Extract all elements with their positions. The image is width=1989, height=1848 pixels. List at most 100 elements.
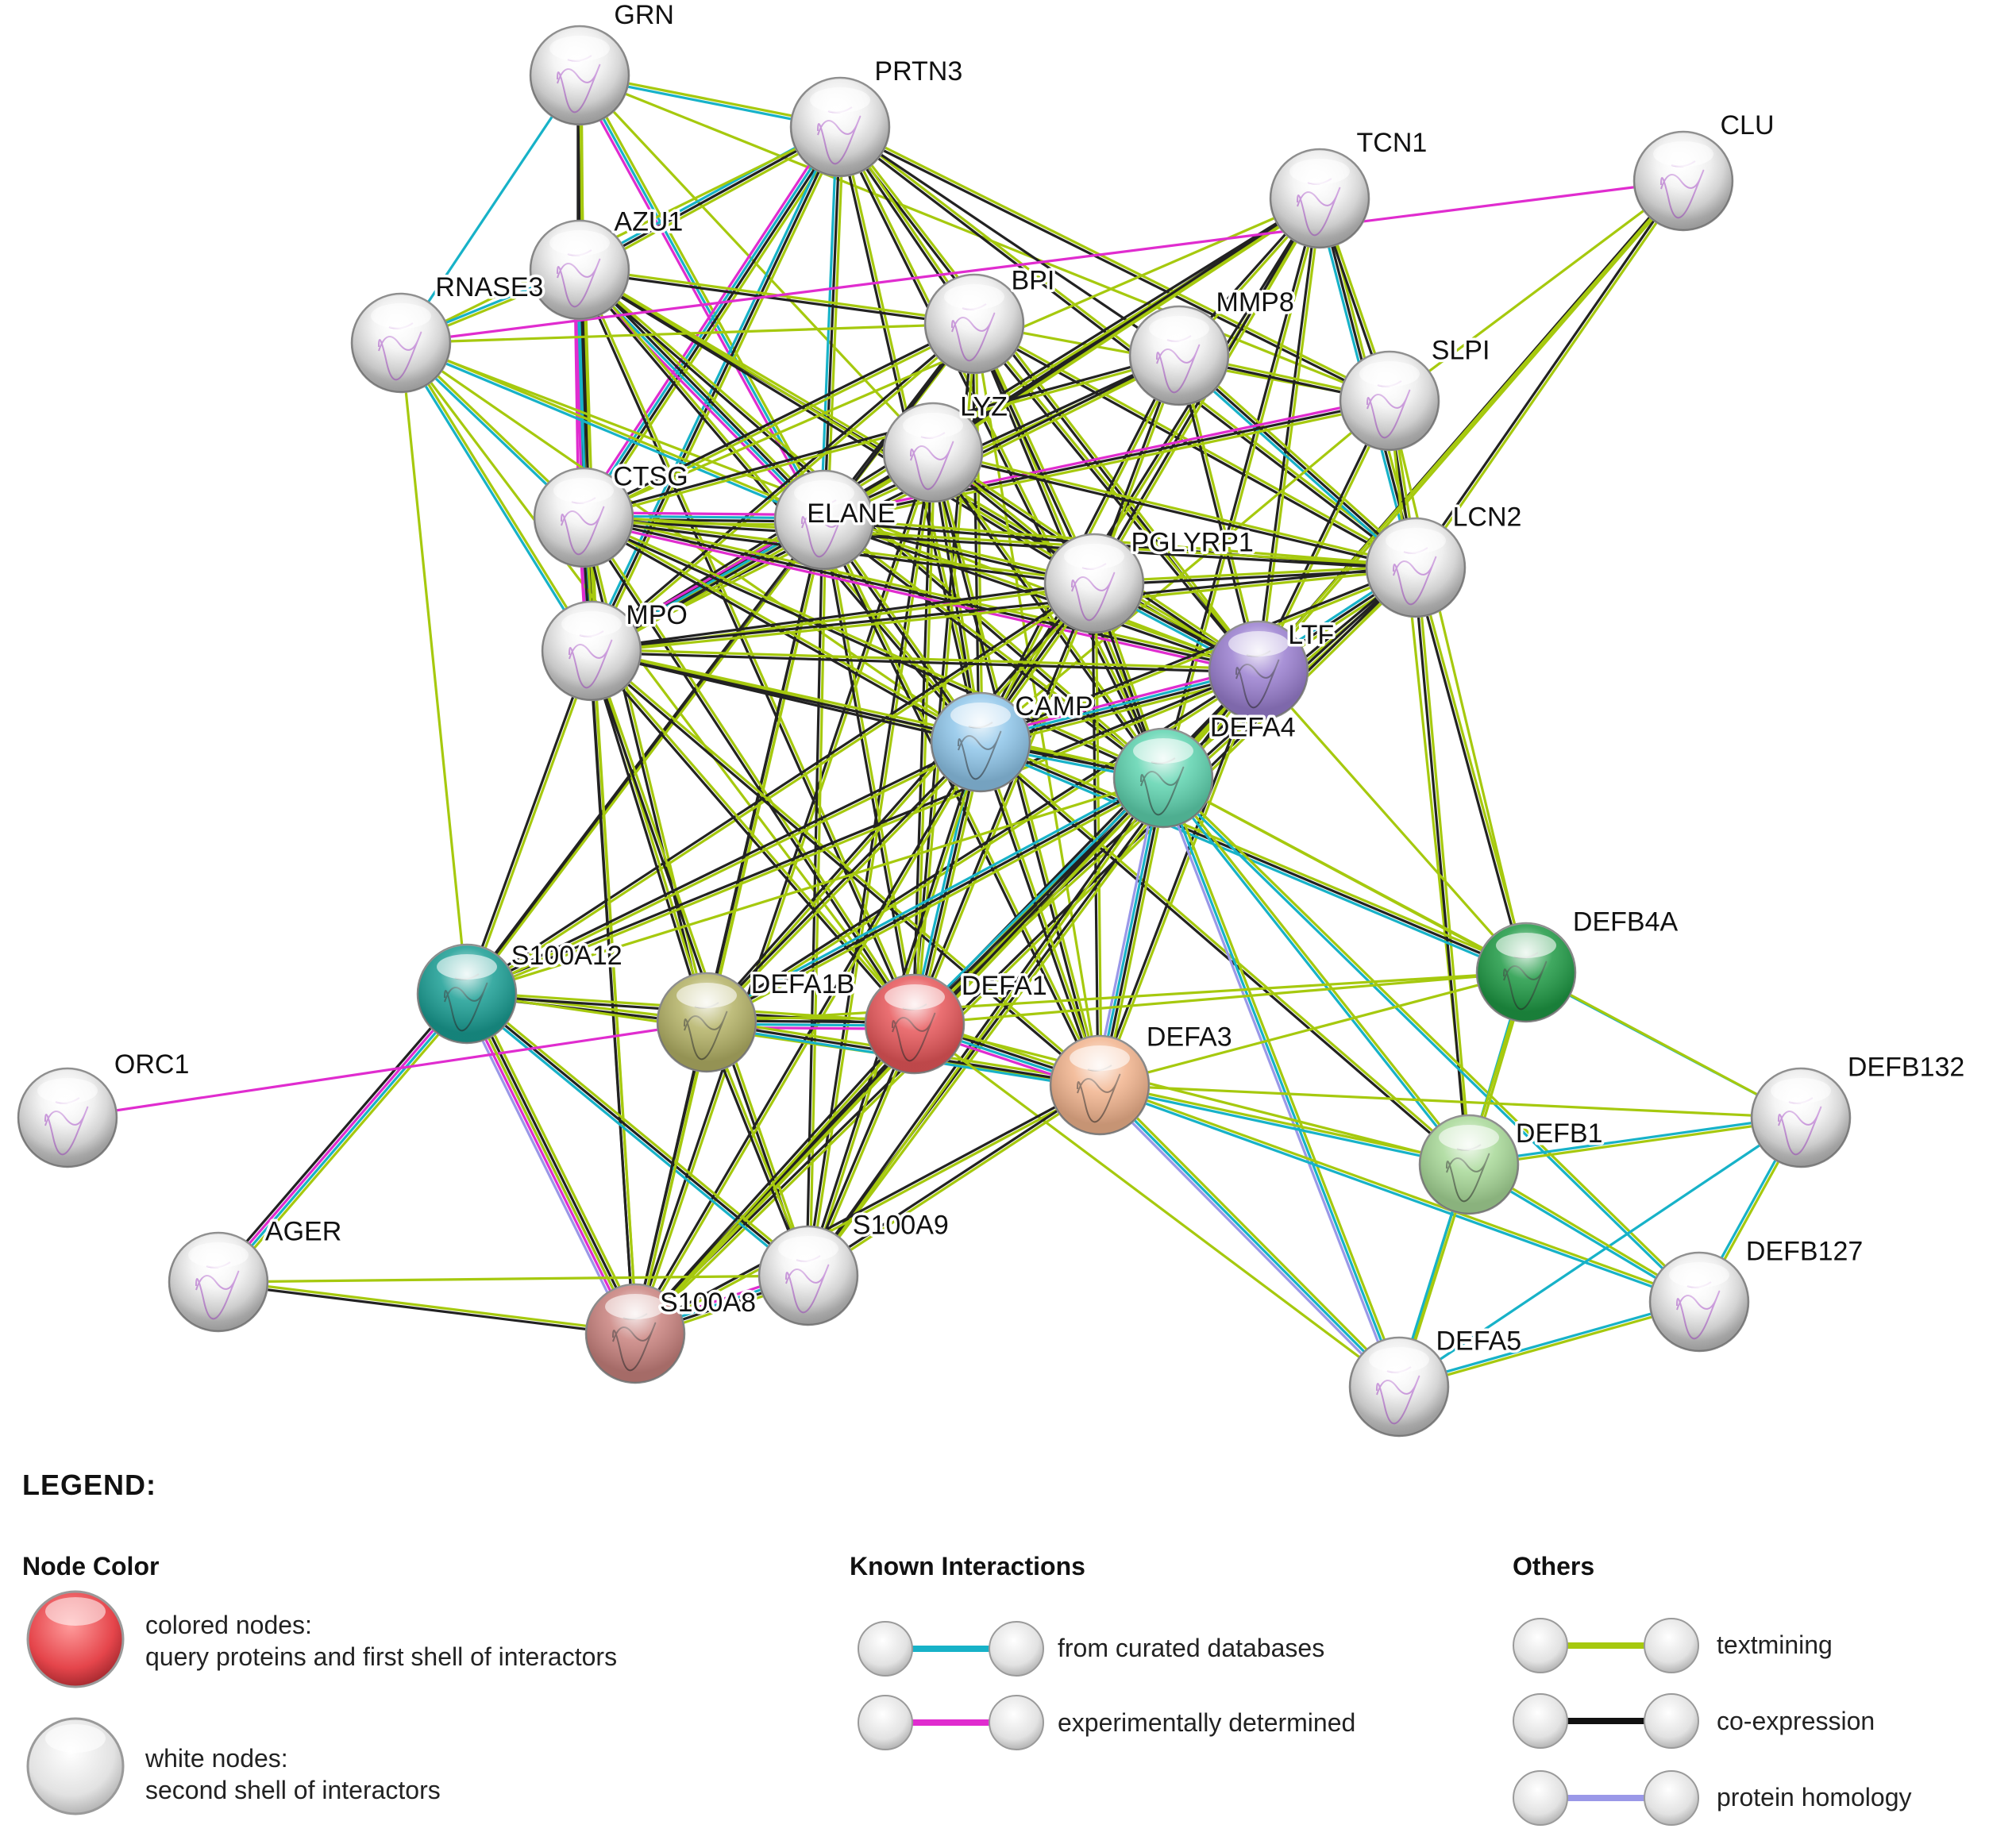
- edge-mpo-s100a8: [588, 650, 638, 1334]
- edge-coexpression-line: [805, 776, 1163, 1276]
- edge-textmining-line: [824, 517, 1260, 671]
- node-label: DEFA1B: [751, 969, 854, 999]
- edge-defa4-defb127: [1161, 776, 1702, 1304]
- edge-elane-defa1b: [703, 519, 827, 1023]
- edge-curated-line: [1097, 777, 1163, 1085]
- edge-ager-s100a8: [218, 1279, 636, 1337]
- edge-defa1b-s100a8: [632, 1022, 710, 1334]
- edge-homology-line: [1096, 1086, 1398, 1391]
- edge-ager-s100a9: [218, 1274, 809, 1284]
- legend-known-interactions-heading: Known Interactions: [850, 1552, 1085, 1580]
- edge-textmining-line: [706, 971, 1527, 1024]
- edge-coexpression-line: [1413, 568, 1526, 973]
- edge-curated-line: [464, 995, 808, 1280]
- edge-s100a12-ager: [214, 989, 472, 1287]
- edge-textmining-line: [1180, 352, 1419, 567]
- edge-defa4-defa1b: [704, 773, 1166, 1027]
- edge-slpi-camp: [979, 399, 1391, 744]
- node-label: DEFB132: [1848, 1052, 1964, 1082]
- legend-homology-sample: [1513, 1770, 1699, 1826]
- node-gloss: [586, 1284, 684, 1383]
- node-gloss: [1045, 534, 1143, 633]
- edge-coexpression-line: [821, 520, 915, 1025]
- edge-lyz-lcn2: [932, 449, 1417, 571]
- node-gloss: [1340, 352, 1439, 450]
- node-label: DEFA1: [962, 971, 1047, 1001]
- edge-camp-defb4a: [978, 737, 1528, 977]
- edge-pglyrp1-s100a12: [464, 580, 1097, 997]
- edge-textmining-line: [592, 648, 1259, 671]
- edge-rnase3-s100a12: [399, 342, 468, 995]
- edge-textmining-line: [584, 513, 1260, 669]
- node-defa1: DEFA1: [864, 968, 1050, 1075]
- edge-textmining-line: [400, 125, 841, 345]
- edge-defb132-defa5: [1398, 1116, 1802, 1388]
- edge-experimental-line: [578, 123, 838, 516]
- edge-textmining-line: [1093, 564, 1416, 583]
- edge-coexpression-line: [589, 651, 915, 1026]
- edge-coexpression-line: [468, 991, 640, 1333]
- edge-clu-rnase3: [400, 179, 1684, 345]
- edge-textmining-line: [218, 1274, 809, 1284]
- edge-coexpression-line: [1413, 179, 1683, 568]
- edge-slpi-defb4a: [1388, 400, 1528, 973]
- edge-textmining-line: [1416, 567, 1529, 972]
- node-label: DEFB1: [1516, 1118, 1603, 1149]
- edge-textmining-line: [707, 780, 1166, 1027]
- edge-mmp8-ctsg: [583, 352, 1180, 521]
- node-label: MPO: [626, 600, 687, 630]
- edge-coexpression-line: [591, 651, 1259, 674]
- edge-textmining-line: [466, 992, 1101, 1087]
- edge-coexpression-line: [931, 195, 1320, 452]
- node-gloss: [534, 468, 633, 567]
- edge-coexpression-line: [823, 520, 1259, 674]
- edge-coexpression-line: [932, 452, 1416, 571]
- edge-curated-line: [1162, 777, 1401, 1388]
- edge-ctsg-lcn2: [583, 514, 1417, 571]
- edge-coexpression-line: [582, 518, 981, 745]
- node-gloss: [1114, 729, 1212, 827]
- edge-mmp8-ltf: [1176, 355, 1262, 672]
- edge-textmining-line: [1257, 669, 1528, 974]
- edge-prtn3-rnase3: [400, 125, 841, 345]
- edge-clu-slpi: [1389, 179, 1684, 402]
- edge-defb4a-defa1b: [706, 971, 1527, 1024]
- node-orc1: ORC1: [17, 1047, 192, 1168]
- edge-coexpression-line: [979, 564, 1416, 742]
- edge-ltf-defa3: [1097, 669, 1262, 1087]
- edge-coexpression-line: [464, 649, 592, 994]
- edge-curated-line: [576, 270, 592, 652]
- edge-textmining-line: [933, 449, 1417, 568]
- edge-mpo-s100a12: [464, 649, 595, 995]
- node-label: LCN2: [1453, 502, 1522, 532]
- edge-textmining-line: [468, 990, 811, 1274]
- node-azu1: AZU1: [529, 204, 686, 321]
- edge-coexpression-line: [1178, 354, 1417, 569]
- edge-textmining-line: [472, 990, 642, 1331]
- edge-coexpression-line: [591, 580, 1094, 651]
- node-label: LYZ: [960, 392, 1008, 422]
- edge-textmining-line: [808, 1085, 1102, 1279]
- node-label: SLPI: [1432, 335, 1490, 365]
- edge-textmining-line: [467, 671, 1260, 997]
- edge-textmining-line: [707, 583, 1097, 1025]
- edge-coexpression-line: [590, 352, 1179, 651]
- edge-pglyrp1-defa1b: [704, 581, 1097, 1025]
- node-gloss: [418, 945, 516, 1043]
- edge-textmining-line: [584, 517, 710, 1022]
- edge-grn-rnase3: [399, 75, 581, 344]
- node-gloss: [530, 26, 629, 125]
- node-label: GRN: [614, 0, 674, 30]
- node-gloss: [1366, 518, 1465, 617]
- node-label: LTF: [1288, 620, 1334, 650]
- node-ager: AGER: [168, 1214, 345, 1333]
- edge-coexpression-line: [703, 519, 824, 1022]
- edge-curated-line: [1161, 778, 1699, 1304]
- edge-defb127-defa5: [1397, 1299, 1701, 1390]
- edge-textmining-line: [979, 399, 1391, 744]
- node-tcn1: TCN1: [1269, 125, 1430, 249]
- edge-curated-line: [911, 774, 1162, 1023]
- node-gloss: [352, 294, 450, 392]
- edge-elane-defa1: [821, 519, 918, 1025]
